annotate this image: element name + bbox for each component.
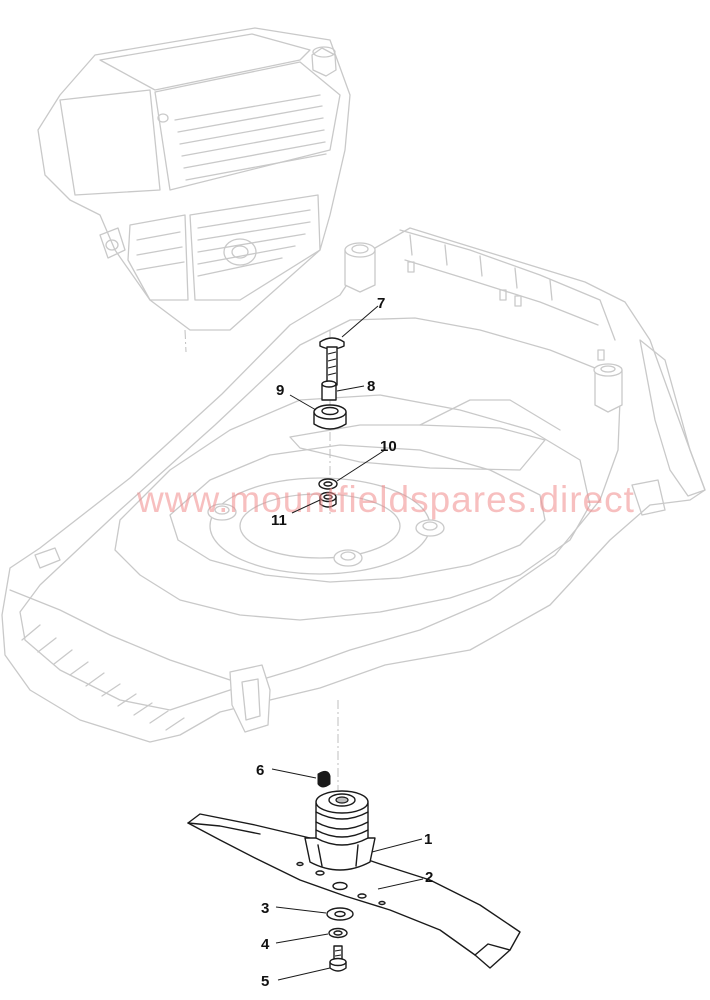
- part-9-bush: [313, 404, 347, 430]
- part-4-washer: [328, 927, 348, 939]
- callout-4: 4: [261, 936, 270, 953]
- leader-line-2: [377, 878, 424, 890]
- leader-line-1: [371, 838, 423, 853]
- part-1-blade-boss: [304, 790, 376, 871]
- part-3-washer: [326, 907, 354, 921]
- mower-deck-outline: [1, 227, 706, 743]
- part-11-nut: [319, 491, 337, 508]
- leader-line-8: [336, 385, 365, 392]
- leader-line-7: [341, 305, 379, 338]
- callout-5: 5: [261, 973, 269, 990]
- watermark-text: www.mountfieldspares.direct: [136, 479, 635, 520]
- leader-line-5: [277, 967, 331, 981]
- part-6-woodruff-key: [317, 770, 331, 788]
- leader-line-3: [275, 906, 327, 914]
- assembly-axis-upper: [184, 329, 187, 353]
- callout-7: 7: [377, 295, 385, 312]
- leader-line-10: [336, 449, 386, 482]
- callout-6: 6: [256, 762, 264, 779]
- callout-3: 3: [261, 900, 269, 917]
- leader-line-4: [275, 933, 329, 944]
- callout-11: 11: [271, 512, 287, 529]
- part-2-blade: [187, 813, 521, 969]
- callout-8: 8: [367, 378, 375, 395]
- part-5-bolt: [329, 945, 347, 972]
- callout-9: 9: [276, 382, 284, 399]
- engine-outline: [37, 27, 351, 331]
- leader-line-9: [289, 394, 317, 411]
- leader-line-11: [291, 499, 321, 514]
- callout-1: 1: [424, 831, 432, 848]
- part-8-spacer: [321, 380, 337, 401]
- part-10-washer: [318, 478, 338, 490]
- callout-2: 2: [425, 869, 433, 886]
- leader-line-6: [271, 768, 317, 779]
- callout-10: 10: [380, 438, 397, 455]
